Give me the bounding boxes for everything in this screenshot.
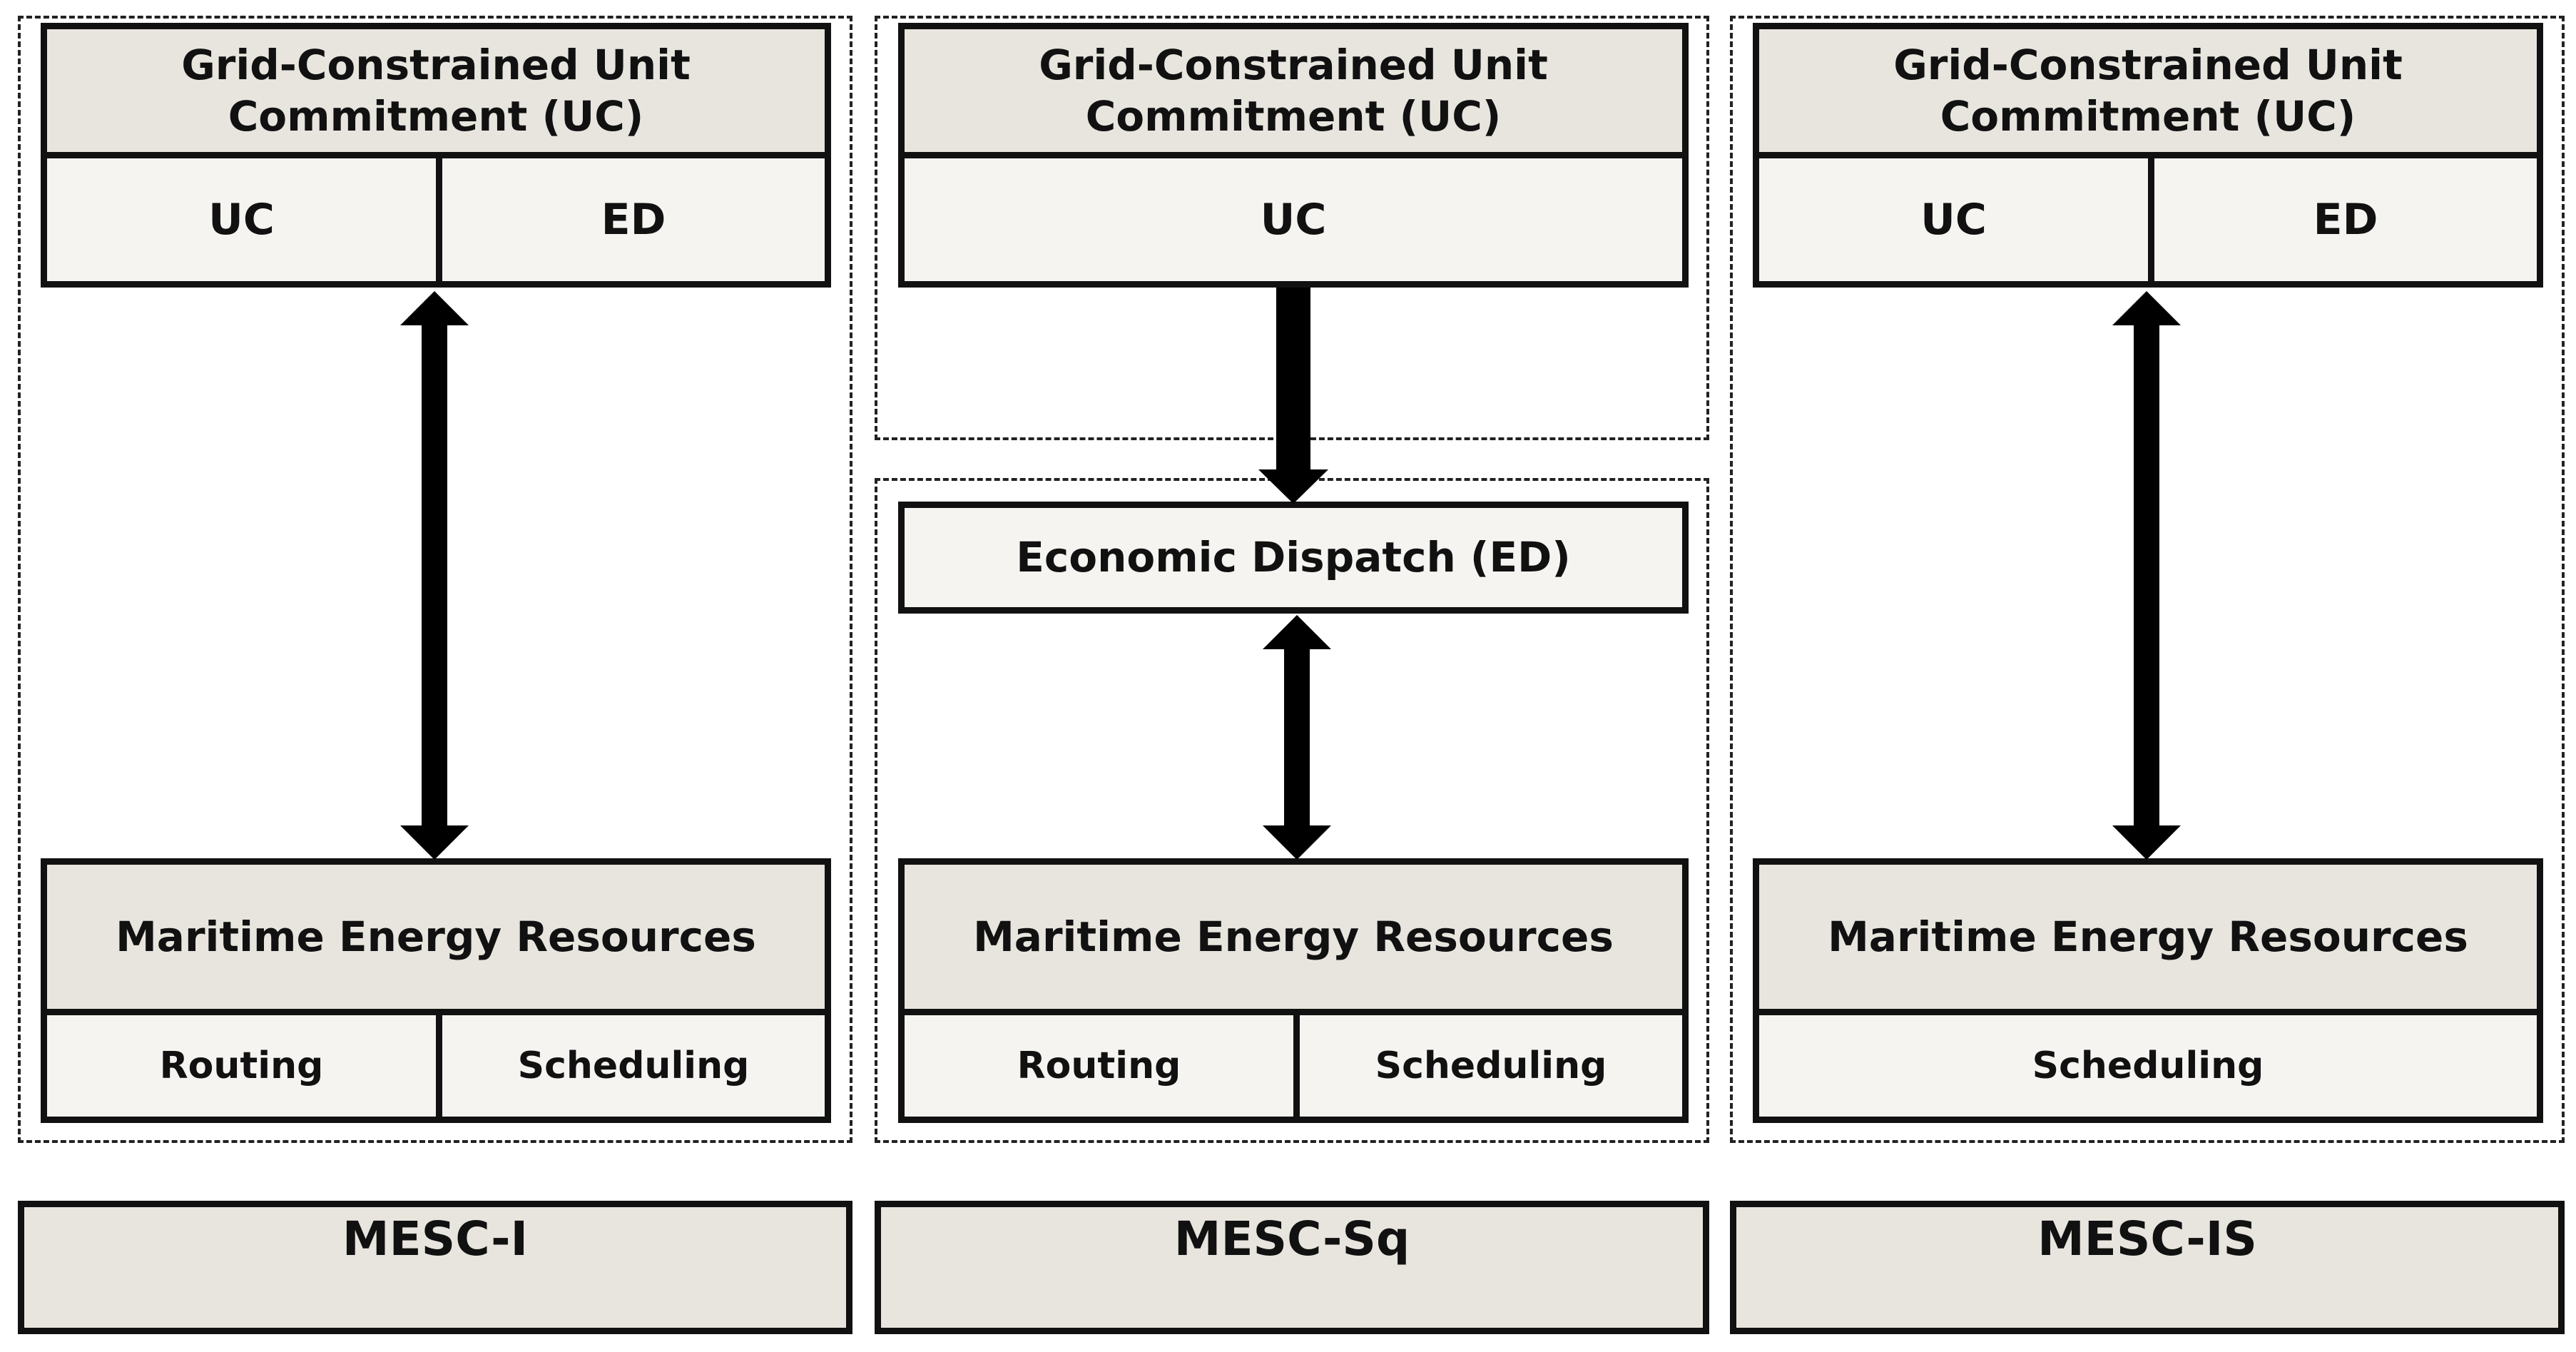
maritime-energy-resources-header: Maritime Energy Resources — [41, 858, 831, 1015]
economic-dispatch-box: Economic Dispatch (ED) — [898, 502, 1689, 614]
double-arrow-icon — [2112, 291, 2181, 860]
uc-cell: UC — [898, 152, 1689, 288]
scheduling-cell: Scheduling — [436, 1009, 831, 1123]
mesc-i-container — [18, 16, 852, 1143]
routing-cell: Routing — [41, 1009, 442, 1123]
double-arrow-icon — [400, 291, 469, 860]
double-arrow-icon — [1263, 615, 1331, 860]
mesc-is-label: MESC-IS — [1730, 1201, 2565, 1334]
maritime-energy-resources-header: Maritime Energy Resources — [898, 858, 1689, 1015]
ed-cell: ED — [2148, 152, 2543, 288]
uc-cell: UC — [1753, 152, 2154, 288]
scheduling-cell: Scheduling — [1293, 1009, 1689, 1123]
grid-constrained-uc-header: Grid-Constrained Unit Commitment (UC) — [898, 23, 1689, 158]
ed-cell: ED — [436, 152, 831, 288]
mesc-is-container — [1730, 16, 2565, 1143]
scheduling-cell: Scheduling — [1753, 1009, 2543, 1123]
routing-cell: Routing — [898, 1009, 1300, 1123]
down-arrow-icon — [1258, 288, 1328, 504]
uc-cell: UC — [41, 152, 442, 288]
grid-constrained-uc-header: Grid-Constrained Unit Commitment (UC) — [1753, 23, 2543, 158]
grid-constrained-uc-header: Grid-Constrained Unit Commitment (UC) — [41, 23, 831, 158]
mesc-sq-label: MESC-Sq — [875, 1201, 1709, 1334]
mesc-i-label: MESC-I — [18, 1201, 852, 1334]
